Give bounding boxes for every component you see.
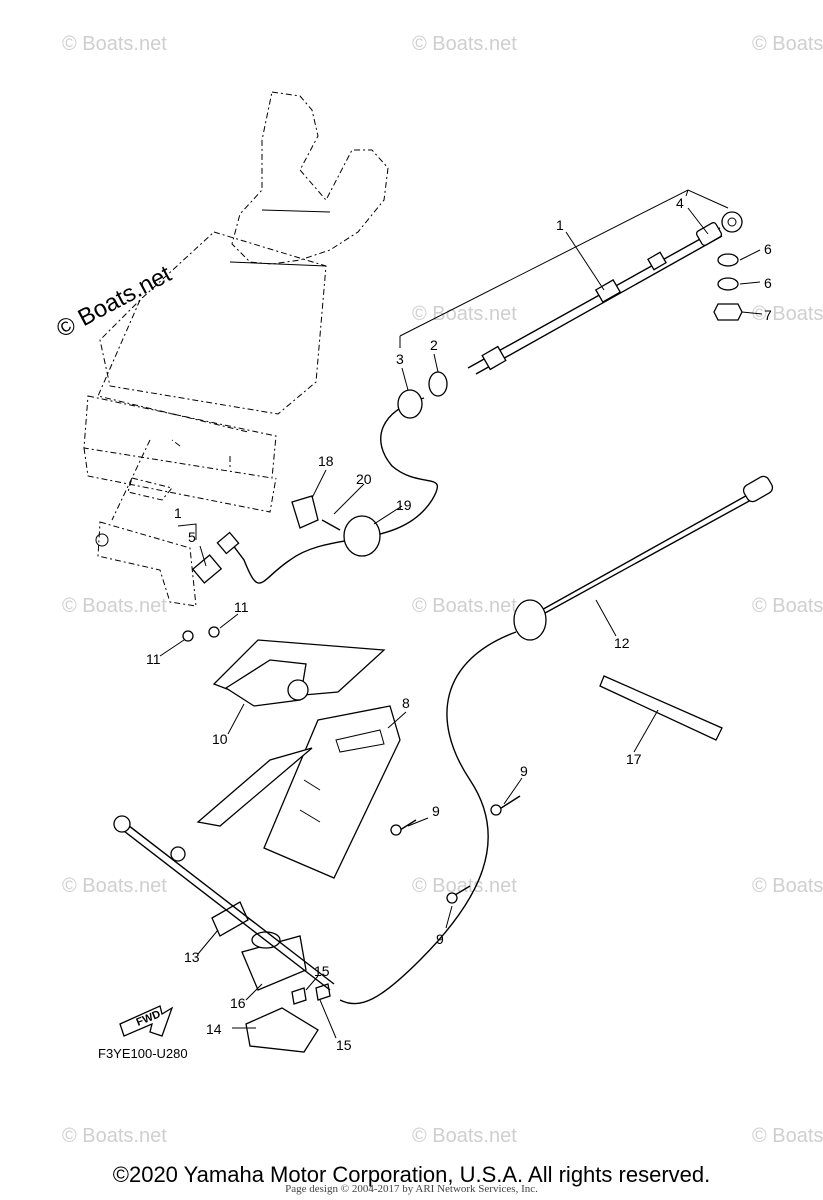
watermark: © Boats.net: [412, 1125, 517, 1147]
part-label: 11: [234, 599, 249, 615]
watermark: © Boats.net: [752, 33, 823, 55]
copyright-notice: ©2020 Yamaha Motor Corporation, U.S.A. A…: [112, 1162, 711, 1187]
watermark: © Boats.net: [62, 875, 167, 897]
part-label: 8: [402, 695, 410, 711]
part-label: 18: [318, 453, 334, 469]
clip: [291, 495, 319, 529]
watermark: © Boats.net: [412, 875, 517, 897]
watermark: © Boats.net: [752, 1125, 823, 1147]
part-label: 9: [520, 763, 528, 779]
leader-lines: [159, 207, 763, 1039]
steering-cable: [231, 211, 743, 584]
part-label: 15: [314, 963, 330, 979]
part-label: 1: [556, 217, 564, 233]
band: [343, 515, 381, 557]
throttle-lever-assembly: [182, 626, 386, 707]
part-label: 20: [356, 471, 372, 487]
part-label: 9: [432, 803, 440, 819]
part-label: 11: [146, 651, 161, 667]
part-labels: 1 4 6 6 7 2 3 18 20 19 1 5 12 11 11 10 8…: [146, 195, 772, 1053]
part-label: 3: [396, 351, 404, 367]
watermark: © Boats.net: [752, 875, 823, 897]
part-label: 13: [184, 949, 200, 965]
part-label: 19: [396, 497, 412, 513]
part-label: 10: [212, 731, 228, 747]
washer: [428, 371, 448, 397]
part-label: 4: [676, 195, 684, 211]
page-credit: Page design © 2004-2017 by ARI Network S…: [285, 1183, 538, 1195]
mounting-bracket: [196, 705, 401, 879]
bolts: [390, 795, 521, 904]
part-label: 2: [430, 337, 438, 353]
watermark: © Boats.net: [412, 595, 517, 617]
watermark: © Boats.net: [752, 595, 823, 617]
main-watermark: © Boats.net: [52, 260, 176, 343]
watermark: © Boats.net: [752, 303, 823, 325]
part-label: 17: [626, 751, 642, 767]
watermark: © Boats.net: [412, 303, 517, 325]
part-label: 14: [206, 1021, 222, 1037]
watermark: © Boats.net: [62, 595, 167, 617]
watermark: © Boats.net: [412, 33, 517, 55]
part-label: 9: [436, 931, 444, 947]
forward-arrow: FWD: [119, 1005, 174, 1037]
throttle-cable: [339, 475, 774, 1005]
pin: [321, 519, 341, 531]
washers-and-nut: [713, 253, 743, 321]
part-label: 16: [230, 995, 246, 1011]
grommet: [397, 389, 423, 419]
part-label: 7: [764, 307, 772, 323]
reference-bracket: [399, 189, 729, 337]
watermark: © Boats.net: [62, 33, 167, 55]
watermark-layer: © Boats.net © Boats.net © Boats.net © Bo…: [62, 33, 823, 1147]
cable-connector: [191, 531, 240, 584]
part-label: 1: [174, 505, 182, 521]
watermark: © Boats.net: [62, 1125, 167, 1147]
part-label: 12: [614, 635, 630, 651]
cable-end: [113, 815, 335, 991]
cable-tie: [599, 675, 723, 741]
diagram-code: F3YE100-U280: [98, 1046, 188, 1061]
steering-column-housing: [83, 91, 389, 607]
part-label: 6: [764, 275, 772, 291]
part-label: 6: [764, 241, 772, 257]
part-label: 5: [188, 529, 196, 545]
part-label: 15: [336, 1037, 352, 1053]
